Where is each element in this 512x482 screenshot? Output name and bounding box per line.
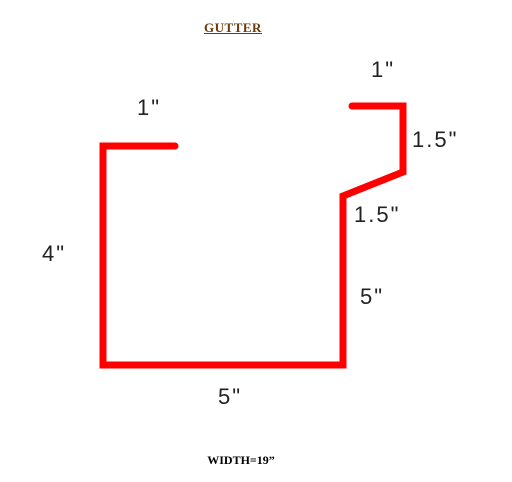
dim-left-side: 4"	[42, 241, 67, 266]
dim-right-lip: 1"	[371, 57, 396, 82]
dim-left-lip: 1"	[137, 95, 162, 120]
dim-slope: 1.5"	[354, 202, 401, 227]
dim-right-side: 5"	[360, 284, 385, 309]
dim-right-upper: 1.5"	[412, 127, 459, 152]
dim-bottom: 5"	[218, 384, 243, 409]
diagram-title: GUTTER	[204, 20, 262, 35]
width-total: WIDTH=19”	[207, 453, 275, 467]
gutter-profile-line	[99, 102, 407, 369]
